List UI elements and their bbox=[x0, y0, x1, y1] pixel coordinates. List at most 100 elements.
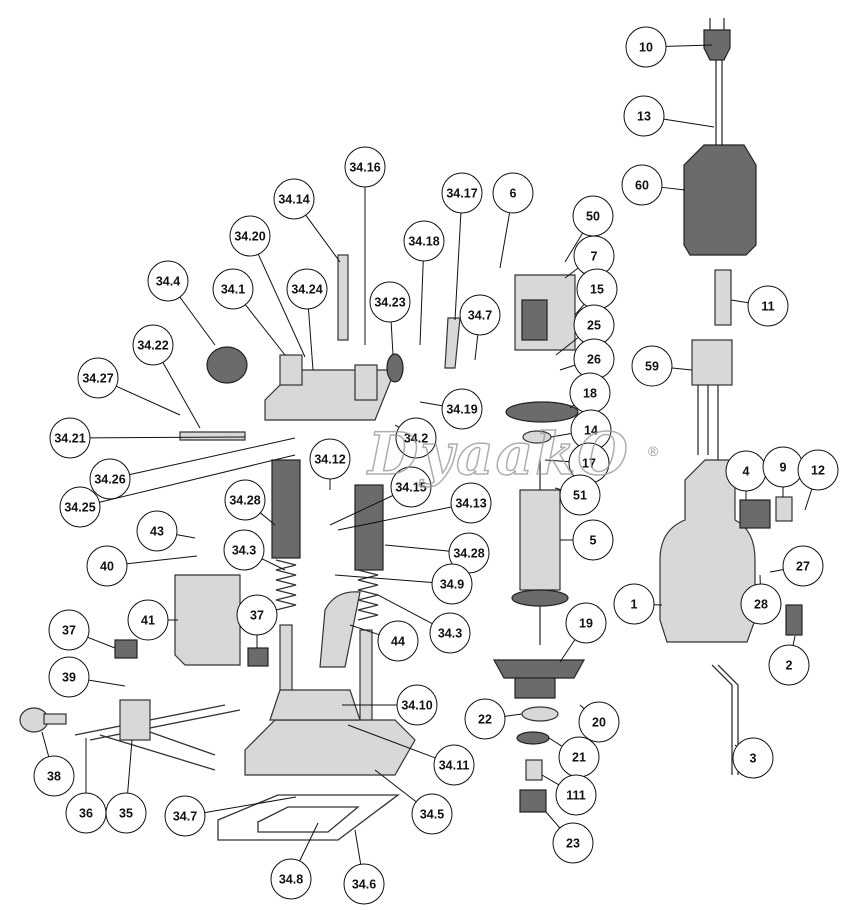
callout-34-18: 34.18 bbox=[403, 220, 445, 262]
leader-line bbox=[261, 558, 286, 571]
callout-label: 34.19 bbox=[446, 403, 477, 417]
callout-37: 37 bbox=[236, 594, 278, 636]
callout-label: 34.18 bbox=[408, 235, 439, 249]
callout-label: 34.26 bbox=[94, 473, 125, 487]
leader-line bbox=[179, 296, 216, 346]
callout-20: 20 bbox=[578, 701, 620, 743]
callout-label: 34.25 bbox=[64, 501, 95, 515]
leader-line bbox=[162, 362, 201, 429]
callout-10: 10 bbox=[625, 26, 667, 68]
callout-circle bbox=[344, 146, 386, 188]
callout-34-2: 34.2 bbox=[395, 417, 437, 459]
callout-label: 41 bbox=[141, 614, 155, 628]
callout-circle bbox=[212, 268, 254, 310]
gear-34-23 bbox=[386, 353, 404, 383]
leader-line bbox=[663, 118, 715, 128]
callout-label: 34.21 bbox=[54, 432, 85, 446]
callout-circle bbox=[147, 260, 189, 302]
callout-label: 34.20 bbox=[234, 230, 265, 244]
fan bbox=[511, 589, 569, 607]
callout-43: 43 bbox=[136, 510, 178, 552]
clip-34-21 bbox=[179, 431, 246, 441]
callout-circle bbox=[555, 774, 597, 816]
leader-line bbox=[374, 769, 417, 803]
leader-line bbox=[419, 401, 443, 407]
callout-circle bbox=[782, 545, 824, 587]
leader-line bbox=[41, 731, 50, 757]
depth-knob bbox=[206, 346, 248, 384]
callout-label: 35 bbox=[119, 807, 133, 821]
callout-circle bbox=[127, 599, 169, 641]
leader-line bbox=[579, 704, 585, 710]
callout-circle bbox=[59, 486, 101, 528]
callout-35: 35 bbox=[105, 792, 147, 834]
callout-label: 50 bbox=[586, 210, 600, 224]
callout-circle bbox=[631, 345, 673, 387]
leader-line bbox=[661, 186, 686, 191]
callout-label: 111 bbox=[566, 789, 586, 803]
leader-line bbox=[257, 254, 306, 358]
callout-label: 34.27 bbox=[82, 372, 113, 386]
leader-line bbox=[545, 811, 561, 829]
edge-guide-fence bbox=[119, 699, 151, 741]
post-left bbox=[279, 354, 303, 386]
callout-circle bbox=[309, 438, 351, 480]
edge-guide-rails bbox=[74, 704, 241, 771]
callout-34-17: 34.17 bbox=[441, 172, 483, 214]
callout-label: 25 bbox=[587, 319, 601, 333]
callout-circle bbox=[433, 744, 475, 786]
callout-label: 23 bbox=[566, 837, 580, 851]
callout-label: 28 bbox=[754, 598, 768, 612]
callout-4: 4 bbox=[725, 450, 767, 492]
callout-circle bbox=[343, 863, 385, 905]
leader-line bbox=[390, 321, 394, 356]
callout-label: 3 bbox=[750, 752, 757, 766]
callout-label: 43 bbox=[150, 525, 164, 539]
callout-label: 34.16 bbox=[349, 161, 380, 175]
callout-label: 21 bbox=[572, 751, 586, 765]
motor-housing bbox=[659, 459, 756, 643]
post-right bbox=[354, 364, 378, 401]
callout-label: 34.22 bbox=[137, 339, 168, 353]
callout-circle bbox=[411, 793, 453, 835]
callout-circle bbox=[492, 172, 534, 214]
callout-circle bbox=[625, 26, 667, 68]
callout-circle bbox=[390, 466, 432, 508]
callout-34-7: 34.7 bbox=[459, 294, 501, 336]
callout-circle bbox=[572, 519, 614, 561]
callout-28: 28 bbox=[740, 583, 782, 625]
callout-label: 22 bbox=[478, 713, 492, 727]
callout-label: 34.3 bbox=[232, 544, 256, 558]
callout-label: 15 bbox=[590, 283, 604, 297]
callout-circle bbox=[403, 220, 445, 262]
callout-label: 27 bbox=[796, 560, 810, 574]
callout-circle bbox=[441, 172, 483, 214]
callout-34-23: 34.23 bbox=[369, 281, 411, 323]
leader-line bbox=[116, 385, 181, 416]
callout-12: 12 bbox=[797, 449, 839, 491]
callout-label: 34.3 bbox=[438, 627, 462, 641]
leader-line bbox=[665, 44, 713, 47]
leader-line bbox=[499, 212, 511, 269]
leader-line bbox=[541, 774, 560, 786]
leader-line bbox=[87, 636, 116, 649]
callout-label: 34.1 bbox=[221, 283, 245, 297]
callout-circle bbox=[623, 95, 665, 137]
callout-label: 39 bbox=[62, 671, 76, 685]
watermark-registered-mark: ® bbox=[648, 443, 659, 459]
sub-base bbox=[217, 794, 400, 841]
collet-nut-23 bbox=[519, 789, 547, 813]
callout-label: 34.14 bbox=[278, 193, 309, 207]
callout-label: 4 bbox=[743, 465, 750, 479]
callout-circle bbox=[48, 609, 90, 651]
callout-circle bbox=[559, 474, 601, 516]
callout-17: 17 bbox=[568, 442, 610, 484]
leader-line bbox=[574, 303, 585, 316]
field-winding bbox=[521, 299, 548, 341]
callout-label: 9 bbox=[780, 461, 787, 475]
armature bbox=[519, 489, 561, 591]
callout-26: 26 bbox=[573, 338, 615, 380]
leader-line bbox=[548, 737, 563, 747]
callout-circle bbox=[450, 482, 492, 524]
